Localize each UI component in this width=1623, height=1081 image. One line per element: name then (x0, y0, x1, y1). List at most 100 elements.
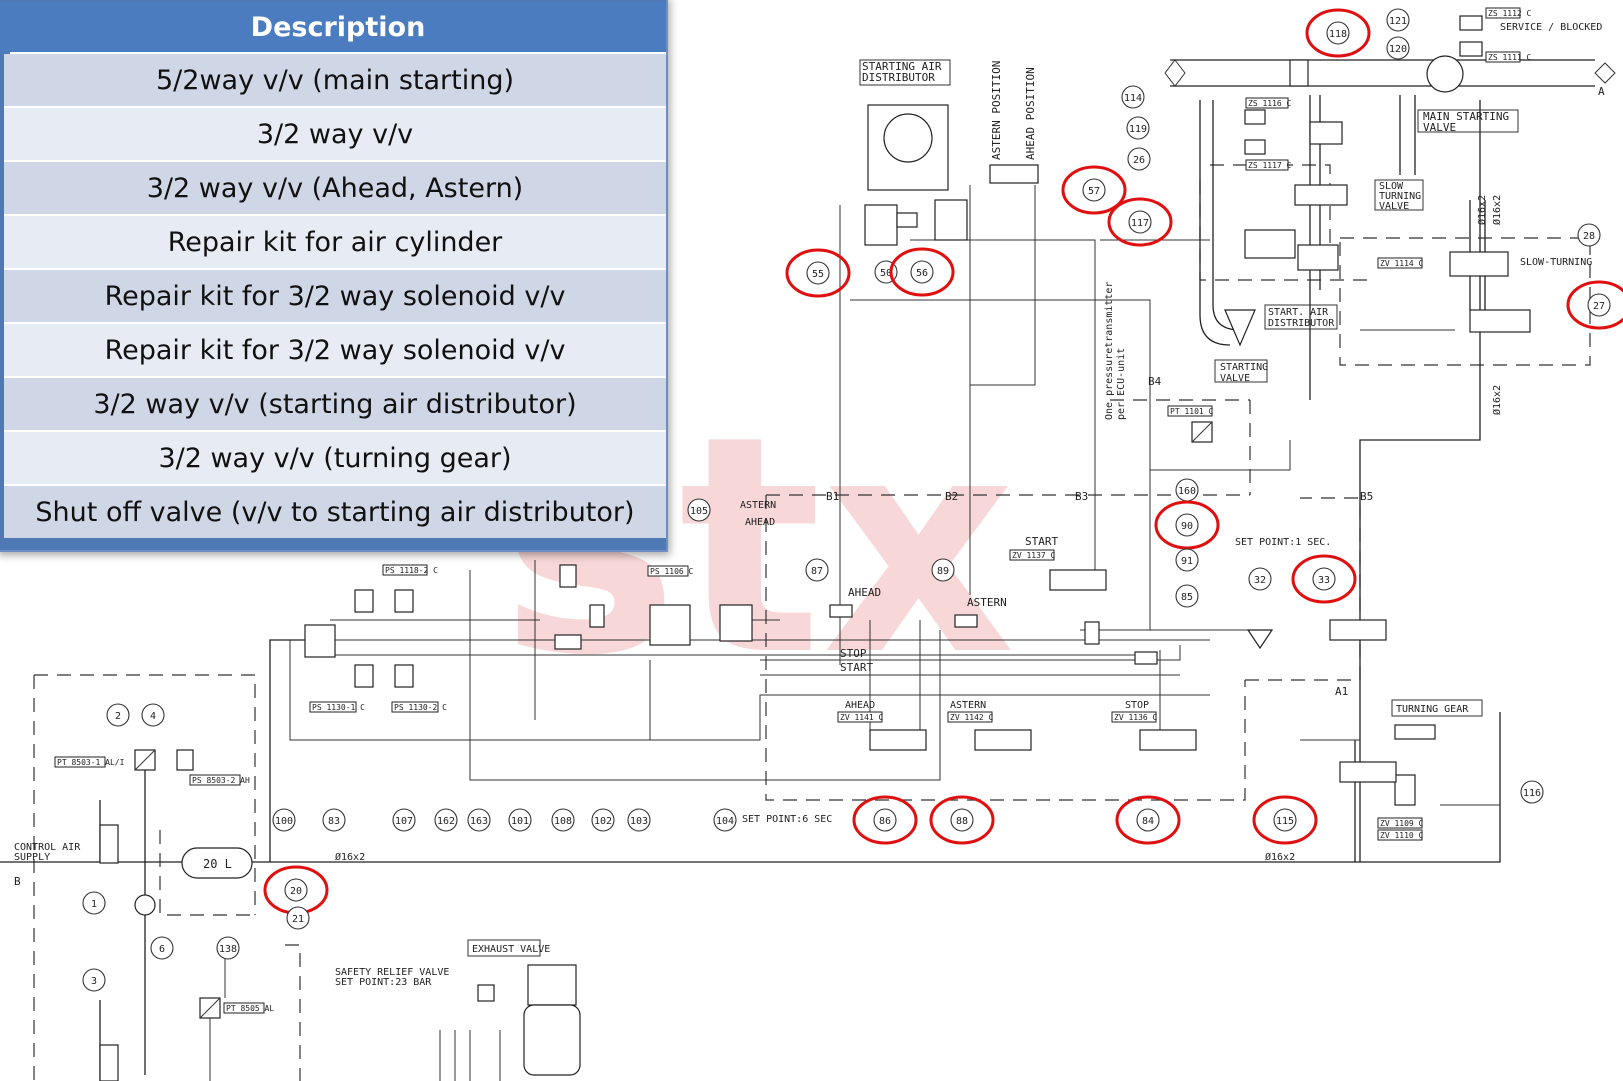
svg-text:B5: B5 (1360, 490, 1373, 503)
highlight-ring (1252, 795, 1318, 845)
svg-text:87: 87 (811, 566, 823, 577)
bubble-85: 85 (1175, 584, 1199, 608)
svg-text:3: 3 (91, 976, 97, 987)
svg-text:6: 6 (159, 944, 165, 955)
svg-text:START. AIR: START. AIR (1268, 307, 1329, 318)
table-row: Repair kit for 3/2 way solenoid v/v (4, 268, 666, 323)
description-cell: Repair kit for air cylinder (4, 214, 666, 269)
svg-text:AHEAD: AHEAD (745, 517, 775, 528)
svg-text:PS 1118-2 C: PS 1118-2 C (385, 566, 438, 575)
svg-text:90: 90 (1181, 521, 1193, 532)
svg-text:B3: B3 (1075, 490, 1088, 503)
svg-text:83: 83 (328, 816, 340, 827)
bubble-27: 27 (1566, 280, 1623, 330)
svg-text:SAFETY RELIEF VALVE: SAFETY RELIEF VALVE (335, 967, 449, 978)
bubble-57: 57 (1061, 165, 1127, 215)
bubble-20: 20 (263, 865, 329, 915)
svg-text:ASTERN POSITION: ASTERN POSITION (990, 61, 1003, 160)
bubble-21: 21 (286, 906, 310, 930)
table-row: Repair kit for 3/2 way solenoid v/v (4, 322, 666, 377)
svg-text:104: 104 (716, 816, 734, 827)
svg-text:101: 101 (511, 816, 529, 827)
description-cell: 3/2 way v/v (turning gear) (4, 430, 666, 485)
bubble-90: 90 (1154, 500, 1220, 550)
starting-air-distributor: STARTING AIR DISTRIBUTOR (859, 59, 951, 191)
bubble-6: 6 (150, 936, 174, 960)
valve-26 (1294, 184, 1348, 206)
table-row: 5/2way v/v (main starting) (4, 52, 666, 107)
bubble-117: 117 (1107, 197, 1173, 247)
astern-solenoid-valve (974, 729, 1032, 751)
highlight-ring (1061, 165, 1127, 215)
svg-text:160: 160 (1178, 486, 1196, 497)
parts-description-table: Description 5/2way v/v (main starting)3/… (0, 0, 668, 552)
svg-text:114: 114 (1124, 93, 1142, 104)
turning-gear-valve (1339, 761, 1397, 783)
svg-text:AHEAD: AHEAD (845, 700, 875, 711)
description-header: Description (0, 2, 666, 53)
svg-text:AHEAD: AHEAD (848, 586, 881, 599)
highlight-ring (1566, 280, 1623, 330)
svg-text:START: START (840, 661, 873, 674)
svg-text:ZS 1111 C: ZS 1111 C (1488, 53, 1532, 62)
bubble-33: 33 (1291, 554, 1357, 604)
bubble-88: 88 (929, 795, 995, 845)
bubble-100: 100 (272, 808, 296, 832)
description-cell: Repair kit for 3/2 way solenoid v/v (4, 268, 666, 323)
svg-text:138: 138 (219, 944, 237, 955)
svg-text:STARTING AIR: STARTING AIR (862, 60, 942, 73)
bubble-115: 115 (1252, 795, 1318, 845)
svg-text:26: 26 (1133, 155, 1145, 166)
svg-text:20 L: 20 L (203, 857, 232, 871)
svg-text:162: 162 (437, 816, 455, 827)
svg-text:55: 55 (812, 269, 824, 280)
bubble-162: 162 (434, 808, 458, 832)
svg-text:86: 86 (879, 816, 891, 827)
svg-text:116: 116 (1523, 788, 1541, 799)
svg-text:121: 121 (1389, 16, 1407, 27)
bubble-26: 26 (1127, 147, 1151, 171)
valve-27 (1469, 309, 1531, 333)
svg-text:88: 88 (956, 816, 968, 827)
svg-text:Ø16x2: Ø16x2 (1476, 195, 1488, 225)
description-cell: 3/2 way v/v (starting air distributor) (4, 376, 666, 431)
valve-56 (934, 199, 968, 241)
svg-text:ZV 1141 C: ZV 1141 C (840, 713, 884, 722)
highlight-ring (889, 247, 955, 297)
svg-text:Ø16x2: Ø16x2 (1491, 195, 1503, 225)
svg-text:50: 50 (880, 268, 892, 279)
svg-text:TURNING: TURNING (1379, 191, 1421, 202)
svg-text:ZS 1117 C: ZS 1117 C (1248, 161, 1292, 170)
highlight-ring (852, 795, 918, 845)
svg-text:PS 1106 C: PS 1106 C (650, 567, 694, 576)
bubble-91: 91 (1175, 548, 1199, 572)
svg-text:A1: A1 (1335, 685, 1348, 698)
svg-text:SET POINT:6 SEC: SET POINT:6 SEC (742, 814, 832, 825)
valve-105 (719, 604, 753, 642)
bubble-114: 114 (1121, 85, 1145, 109)
bubble-107: 107 (392, 808, 416, 832)
svg-text:B2: B2 (945, 490, 958, 503)
svg-text:103: 103 (630, 816, 648, 827)
highlight-ring (1305, 8, 1371, 58)
svg-text:84: 84 (1142, 816, 1154, 827)
bubble-55: 55 (785, 248, 851, 298)
bubble-86: 86 (852, 795, 918, 845)
svg-text:SERVICE / BLOCKED: SERVICE / BLOCKED (1500, 22, 1602, 33)
svg-text:A: A (1598, 85, 1605, 98)
bubble-1: 1 (82, 891, 106, 915)
svg-text:Ø16x2: Ø16x2 (1265, 851, 1295, 863)
description-cell: Shut off valve (v/v to starting air dist… (4, 484, 666, 538)
svg-text:One pressuretransmitter: One pressuretransmitter (1104, 282, 1115, 420)
bubble-84: 84 (1115, 795, 1181, 845)
valve-100 (304, 624, 336, 658)
svg-text:TURNING GEAR: TURNING GEAR (1396, 704, 1469, 715)
svg-text:CONTROL AIR: CONTROL AIR (14, 842, 81, 853)
description-cell: 3/2 way v/v (4, 106, 666, 161)
valve-33 (1329, 619, 1387, 641)
air-tank: 20 L (181, 847, 253, 879)
description-cell: 5/2way v/v (main starting) (4, 52, 666, 107)
highlight-ring (929, 795, 995, 845)
svg-text:STARTING: STARTING (1220, 362, 1268, 373)
